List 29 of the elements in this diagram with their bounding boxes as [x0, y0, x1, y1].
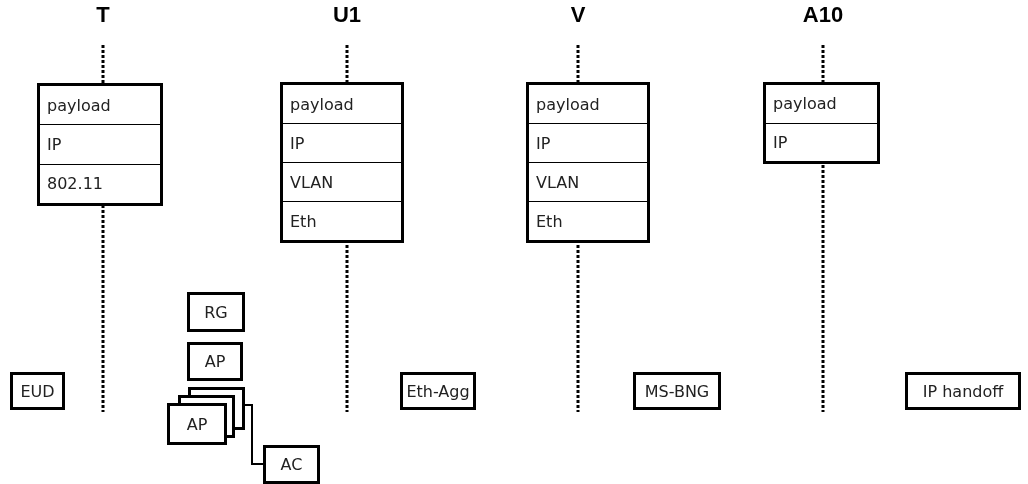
protocol-layer: Eth [283, 201, 401, 240]
device-box: MS-BNG [633, 372, 721, 410]
interface-label: V [570, 2, 586, 28]
protocol-stack [37, 83, 163, 206]
protocol-stack [763, 82, 880, 164]
protocol-stack [280, 82, 404, 243]
connector-line [244, 404, 264, 465]
protocol-layer: payload [40, 86, 160, 125]
protocol-layer: VLAN [283, 162, 401, 201]
protocol-layer: IP [40, 124, 160, 164]
device-box: RG [187, 292, 245, 332]
interface-label: T [96, 2, 110, 28]
interface-label: U1 [332, 2, 362, 28]
protocol-layer: 802.11 [40, 163, 160, 203]
protocol-stack [526, 82, 650, 243]
protocol-layer: payload [766, 85, 877, 123]
device-box: EUD [10, 372, 65, 410]
protocol-layer: IP [283, 123, 401, 162]
device-box: AP [187, 342, 243, 381]
protocol-layer: Eth [529, 201, 647, 240]
device-box: IP handoff [905, 372, 1021, 410]
protocol-layer: IP [529, 123, 647, 162]
device-box: AC [263, 445, 320, 484]
protocol-layer: payload [283, 85, 401, 123]
interface-label: A10 [802, 2, 844, 28]
protocol-layer: payload [529, 85, 647, 123]
protocol-layer: VLAN [529, 162, 647, 201]
device-box: Eth-Agg [400, 372, 476, 410]
protocol-layer: IP [766, 122, 877, 161]
